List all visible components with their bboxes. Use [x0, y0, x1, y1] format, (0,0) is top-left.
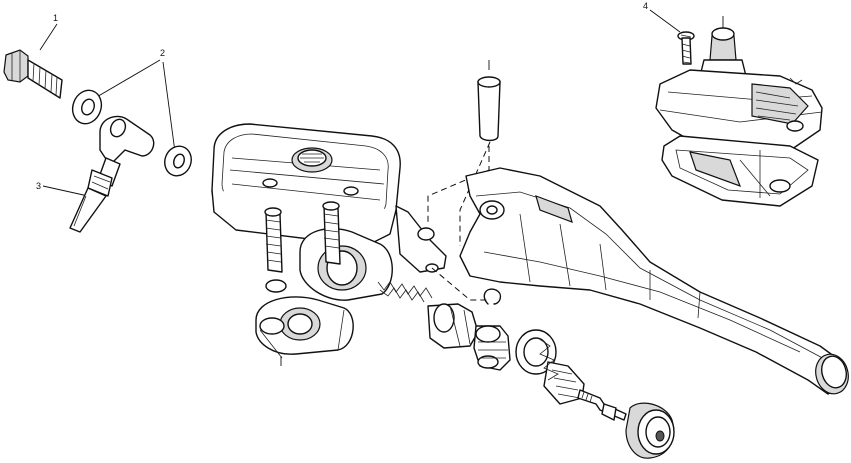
leader-line-1: [39, 23, 58, 51]
lever-pivot-pin: [427, 60, 501, 301]
master-piston: [427, 303, 511, 371]
master-cylinder-body: [211, 123, 447, 366]
banjo-bolt: [3, 49, 63, 99]
leader-line-2: [94, 59, 176, 153]
pushrod-boot: [515, 329, 585, 405]
retaining-circlip: [483, 288, 502, 305]
callout-3: 3: [36, 181, 89, 197]
reservoir-vent-boot: [699, 16, 747, 77]
brake-hose: [69, 115, 155, 233]
reservoir-diaphragm: [661, 135, 819, 207]
sealing-washer-upper: [71, 89, 103, 125]
leader-line-3: [42, 185, 89, 197]
callout-1: 1: [39, 13, 58, 51]
cover-screw: [677, 31, 695, 65]
callout-label-4: 4: [643, 1, 648, 11]
return-spring: [377, 281, 433, 303]
callout-4: 4: [643, 1, 681, 33]
callout-label-3: 3: [36, 181, 41, 191]
leader-line-4: [649, 9, 681, 33]
pushrod-adjuster-cap: [625, 402, 675, 459]
brake-lever: [459, 167, 849, 395]
pushrod: [577, 389, 627, 421]
callout-2: 2: [94, 48, 176, 153]
callout-label-1: 1: [53, 13, 58, 23]
callout-label-2: 2: [160, 48, 165, 58]
sealing-washer-lower: [164, 145, 192, 177]
